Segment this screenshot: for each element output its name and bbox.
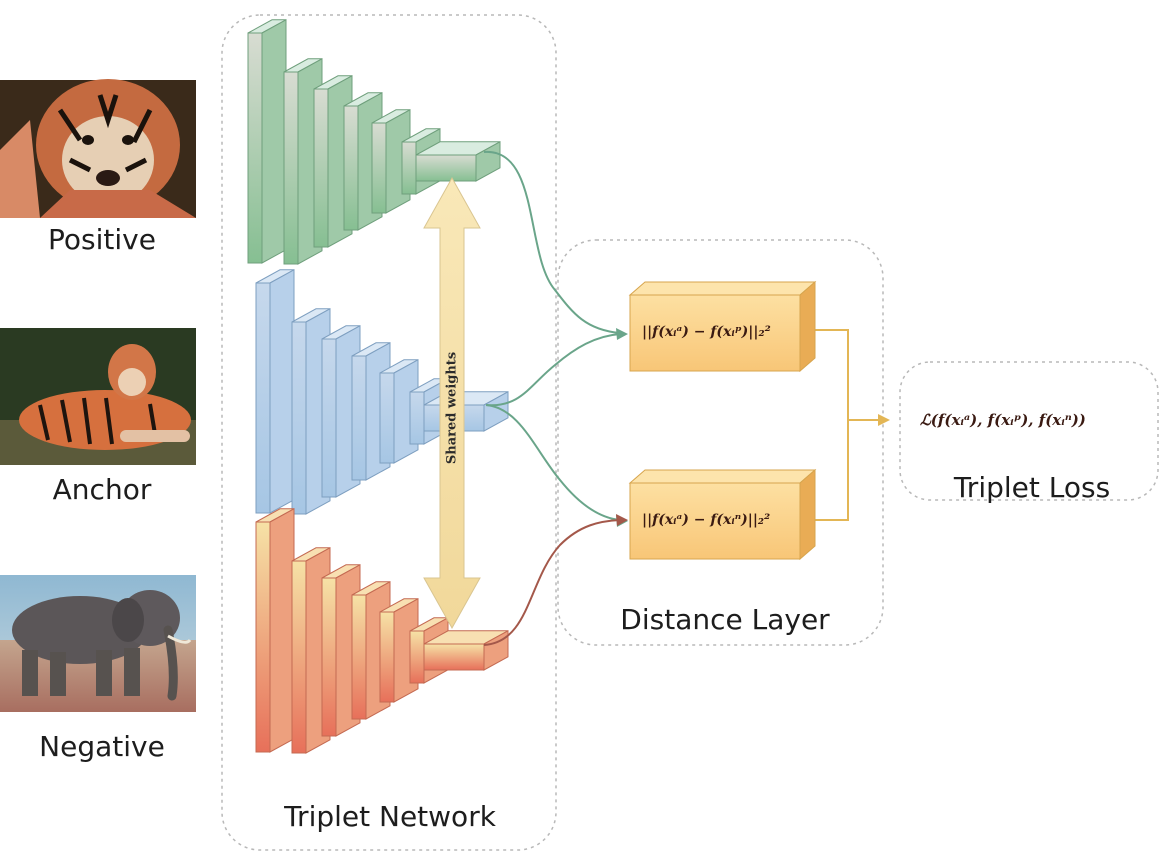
- distance-formula-negative: ||f(xᵢᵃ) − f(xᵢⁿ)||₂²: [642, 512, 771, 528]
- triplet-network-title: Triplet Network: [284, 800, 496, 833]
- negative-cnn-tower: [255, 507, 509, 754]
- conv-layer-1: [255, 507, 295, 753]
- distance-layer-title: Distance Layer: [620, 603, 830, 636]
- conv-layer-1: [247, 18, 287, 264]
- conv-layer-7: [423, 390, 509, 432]
- anchor-to-distance-line-1: [485, 333, 621, 407]
- distance-to-loss-line-2: [815, 420, 849, 521]
- triplet-loss-formula: ℒ(f(xᵢᵃ), f(xᵢᵖ), f(xᵢⁿ)): [920, 411, 1086, 429]
- positive-cnn-tower: [247, 18, 501, 265]
- triplet-loss-title: Triplet Loss: [953, 471, 1111, 504]
- conv-layer-7: [415, 140, 501, 182]
- negative-to-distance-line: [483, 519, 621, 646]
- distance-formula-positive: ||f(xᵢᵃ) − f(xᵢᵖ)||₂²: [642, 324, 771, 340]
- distance-block-positive: [628, 280, 817, 373]
- anchor-cnn-tower: [255, 268, 509, 515]
- negative-image: [0, 575, 196, 712]
- positive-to-distance-line: [483, 150, 621, 334]
- conv-layer-1: [255, 268, 295, 514]
- anchor-to-distance-line-2: [485, 404, 621, 521]
- shared-weights-label: Shared weights: [444, 351, 460, 465]
- conv-layer-7: [423, 629, 509, 671]
- distance-layer-group: [557, 239, 884, 646]
- positive-image: [0, 79, 196, 218]
- anchor-image: [0, 328, 196, 465]
- triplet-network-group: [221, 14, 557, 851]
- distance-block-negative: [628, 468, 817, 561]
- positive-label: Positive: [48, 223, 156, 256]
- negative-label: Negative: [39, 730, 165, 763]
- shared-weights-arrow: [423, 176, 481, 630]
- triplet-loss-group: [899, 361, 1159, 501]
- distance-to-loss-line-1: [815, 329, 880, 421]
- conv-layer-5: [371, 108, 411, 214]
- anchor-label: Anchor: [52, 473, 152, 506]
